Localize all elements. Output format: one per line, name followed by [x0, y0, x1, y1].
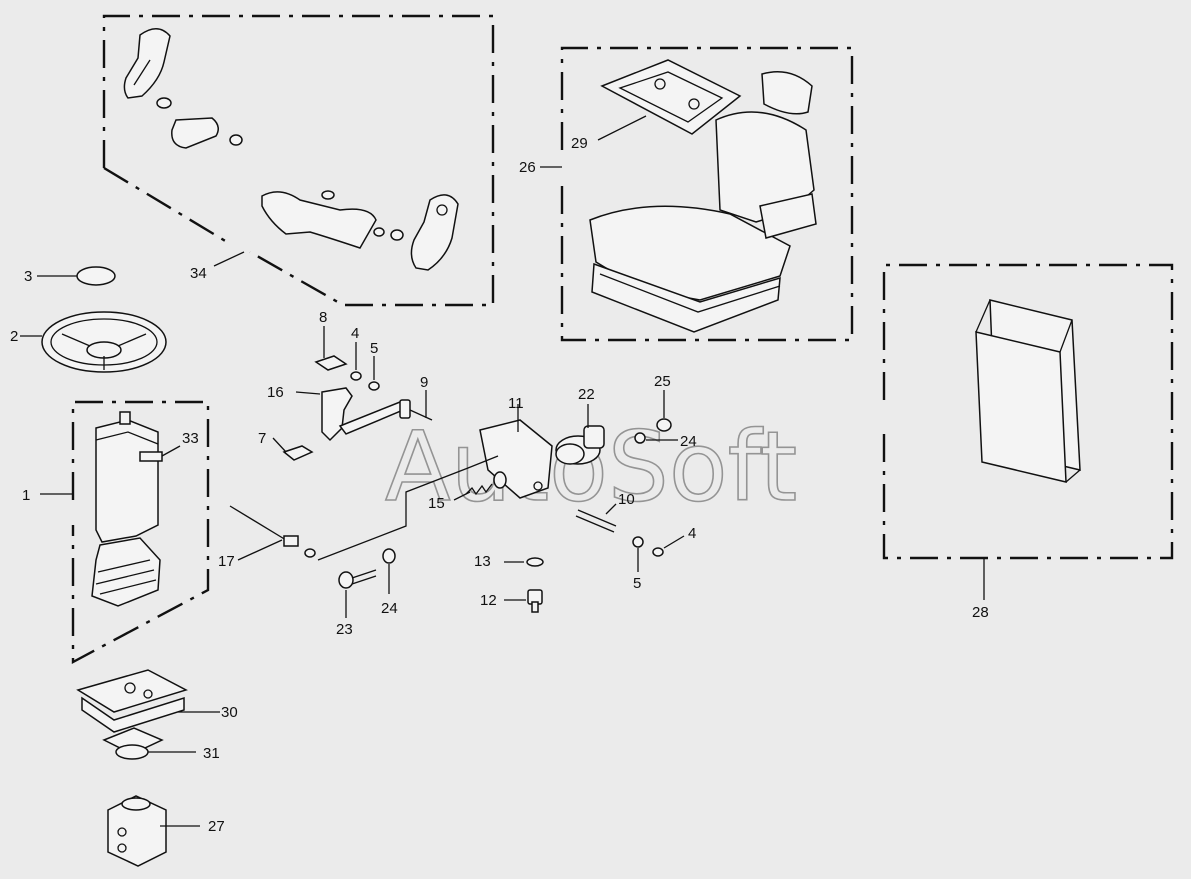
callout-5a: 5 — [370, 340, 378, 357]
group-1-boundary — [71, 400, 210, 664]
part-23-bolt — [338, 569, 377, 589]
part-17-cable — [229, 505, 316, 558]
callout-2: 2 — [10, 328, 18, 345]
part-13-washer — [526, 557, 544, 567]
callout-7: 7 — [258, 430, 266, 447]
part-11-bracket — [479, 419, 553, 499]
part-1-column-shroud — [91, 411, 161, 607]
part-34-column-levers — [123, 28, 459, 271]
part-2-steering-wheel — [41, 311, 167, 373]
part-26-seat — [589, 71, 817, 333]
callout-17: 17 — [218, 553, 235, 570]
callout-23: 23 — [336, 621, 353, 638]
callout-13: 13 — [474, 553, 491, 570]
part-28-seat-cover — [975, 299, 1081, 483]
callout-34: 34 — [190, 265, 207, 282]
callout-22: 22 — [578, 386, 595, 403]
callout-25: 25 — [654, 373, 671, 390]
callout-28: 28 — [972, 604, 989, 621]
callout-16: 16 — [267, 384, 284, 401]
group-28-boundary — [882, 263, 1174, 560]
part-33-fitting — [139, 451, 163, 462]
callout-5b: 5 — [633, 575, 641, 592]
part-24a-washer — [382, 548, 396, 564]
callout-labels: 3 2 1 33 34 8 4 5 16 9 7 11 22 25 24 15 … — [10, 135, 989, 835]
callout-26: 26 — [519, 159, 536, 176]
part-4a-washer — [350, 371, 362, 381]
part-31-flange — [102, 727, 164, 760]
callout-9: 9 — [420, 374, 428, 391]
group-34-boundary — [102, 14, 495, 307]
leader-lines — [20, 115, 985, 827]
hydraulic-line — [317, 455, 499, 561]
part-22-valve — [555, 425, 605, 465]
part-25-nut — [656, 418, 672, 432]
part-8-pad — [314, 355, 348, 371]
part-5a-ring — [368, 381, 380, 391]
callout-24a: 24 — [381, 600, 398, 617]
callout-29: 29 — [571, 135, 588, 152]
part-27-steering-valve — [107, 795, 167, 867]
part-30-plate-gasket — [76, 669, 188, 733]
part-7-block — [282, 445, 314, 461]
callout-11: 11 — [508, 395, 524, 412]
part-3-cap — [76, 266, 116, 286]
part-9-pin — [399, 399, 433, 421]
callout-33: 33 — [182, 430, 199, 447]
part-12-bolt — [527, 589, 543, 613]
callout-24b: 24 — [680, 433, 697, 450]
part-5b-ring — [632, 536, 644, 548]
callout-27: 27 — [208, 818, 225, 835]
part-4b-washer — [652, 547, 664, 557]
group-26-boundary — [560, 46, 854, 342]
part-29-seat-plate — [600, 59, 742, 135]
callout-30: 30 — [221, 704, 238, 721]
part-10-pin — [575, 509, 617, 533]
callout-3: 3 — [24, 268, 32, 285]
callout-4a: 4 — [351, 325, 359, 342]
callout-1: 1 — [22, 487, 30, 504]
part-15-spring — [465, 483, 493, 496]
callout-4b: 4 — [688, 525, 696, 542]
callout-31: 31 — [203, 745, 220, 762]
callout-10: 10 — [618, 491, 635, 508]
callout-8: 8 — [319, 309, 327, 326]
callout-15: 15 — [428, 495, 445, 512]
part-24b-washer — [634, 432, 646, 444]
callout-12: 12 — [480, 592, 497, 609]
